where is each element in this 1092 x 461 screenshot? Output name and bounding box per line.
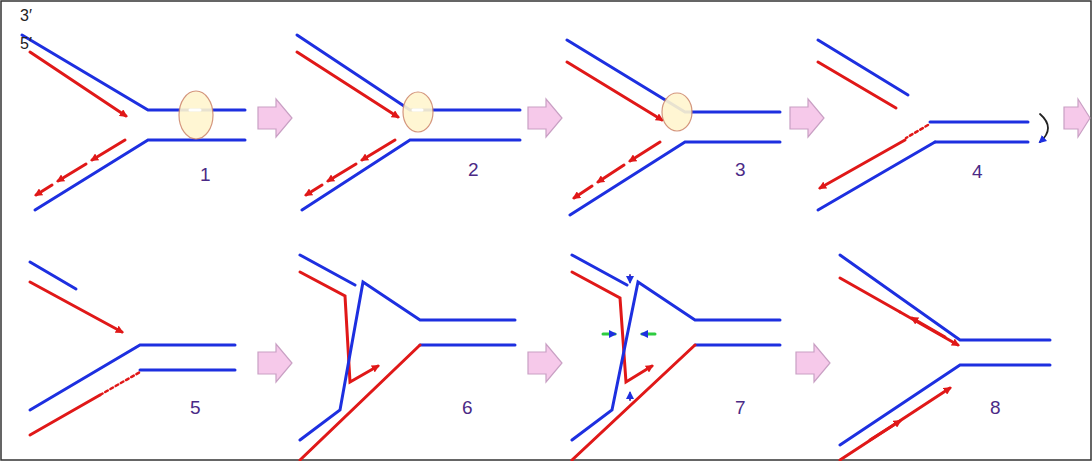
panel-number: 2 [468,160,479,179]
panel-number: 8 [990,398,1001,417]
strand-end-label: 3′ [20,8,32,24]
panel-number: 3 [735,160,746,179]
panel-number: 6 [462,398,473,417]
panel-number: 7 [735,398,746,417]
strand-end-label: 5′ [20,36,32,52]
panel-number: 1 [200,165,211,184]
panel-number: 5 [190,398,201,417]
panel-number: 4 [972,162,983,181]
